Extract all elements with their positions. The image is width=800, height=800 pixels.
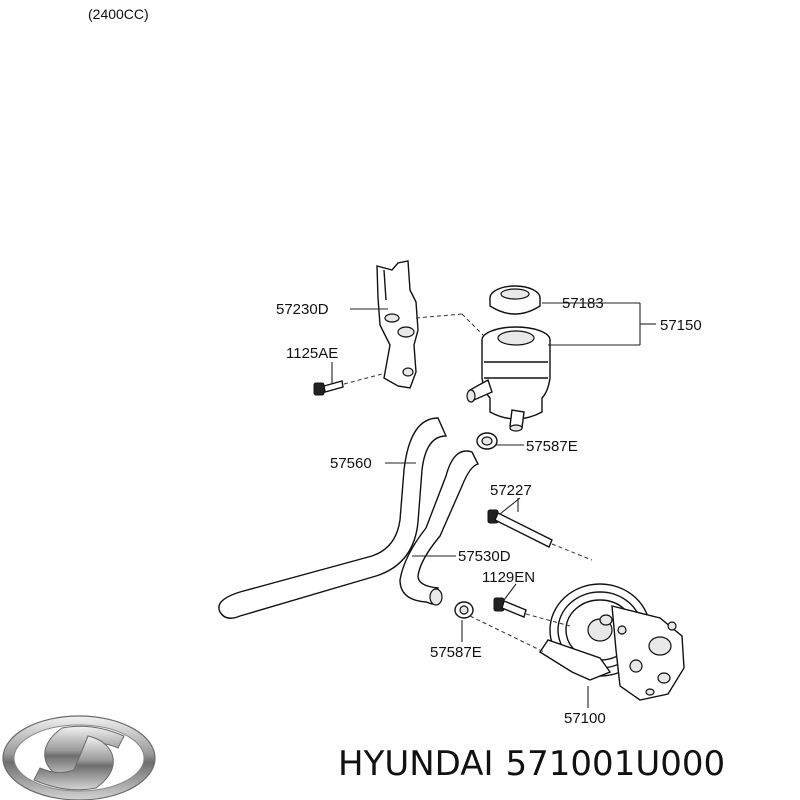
label-bolt-bracket: 1125AE <box>286 345 338 362</box>
brand-part-line: HYUNDAI 571001U000 <box>338 738 794 790</box>
label-return-hose: 57560 <box>330 455 372 472</box>
label-pump-bolt-short: 1129EN <box>482 569 535 586</box>
label-reservoir-assy: 57150 <box>660 317 702 334</box>
brand-name: HYUNDAI <box>338 744 494 784</box>
clamp-upper-part <box>476 432 498 450</box>
hyundai-logo-icon <box>2 715 156 800</box>
part-number: 571001U000 <box>505 744 726 784</box>
bracket-part <box>376 260 419 389</box>
label-cap: 57183 <box>562 295 604 312</box>
label-pump: 57100 <box>564 710 606 727</box>
bolt-57227-part <box>487 509 553 548</box>
dashed-guides <box>343 313 593 653</box>
label-clamp-lower: 57587E <box>430 644 482 661</box>
callout-labels: 57230D 1125AE 57183 57150 57587E 57560 5… <box>276 295 702 727</box>
clamp-lower-part <box>454 601 474 619</box>
pump-part <box>539 583 685 701</box>
label-bracket: 57230D <box>276 301 329 318</box>
engine-note: (2400CC) <box>88 6 149 22</box>
bolt-1129en-part <box>493 597 527 618</box>
leader-lines <box>331 302 656 708</box>
return-hose-part <box>218 417 448 619</box>
label-pump-bolt-long: 57227 <box>490 482 532 499</box>
bolt-1125ae-part <box>313 380 344 396</box>
label-clamp-upper: 57587E <box>526 438 578 455</box>
reservoir-part <box>466 285 551 432</box>
label-suction-hose: 57530D <box>458 548 511 565</box>
